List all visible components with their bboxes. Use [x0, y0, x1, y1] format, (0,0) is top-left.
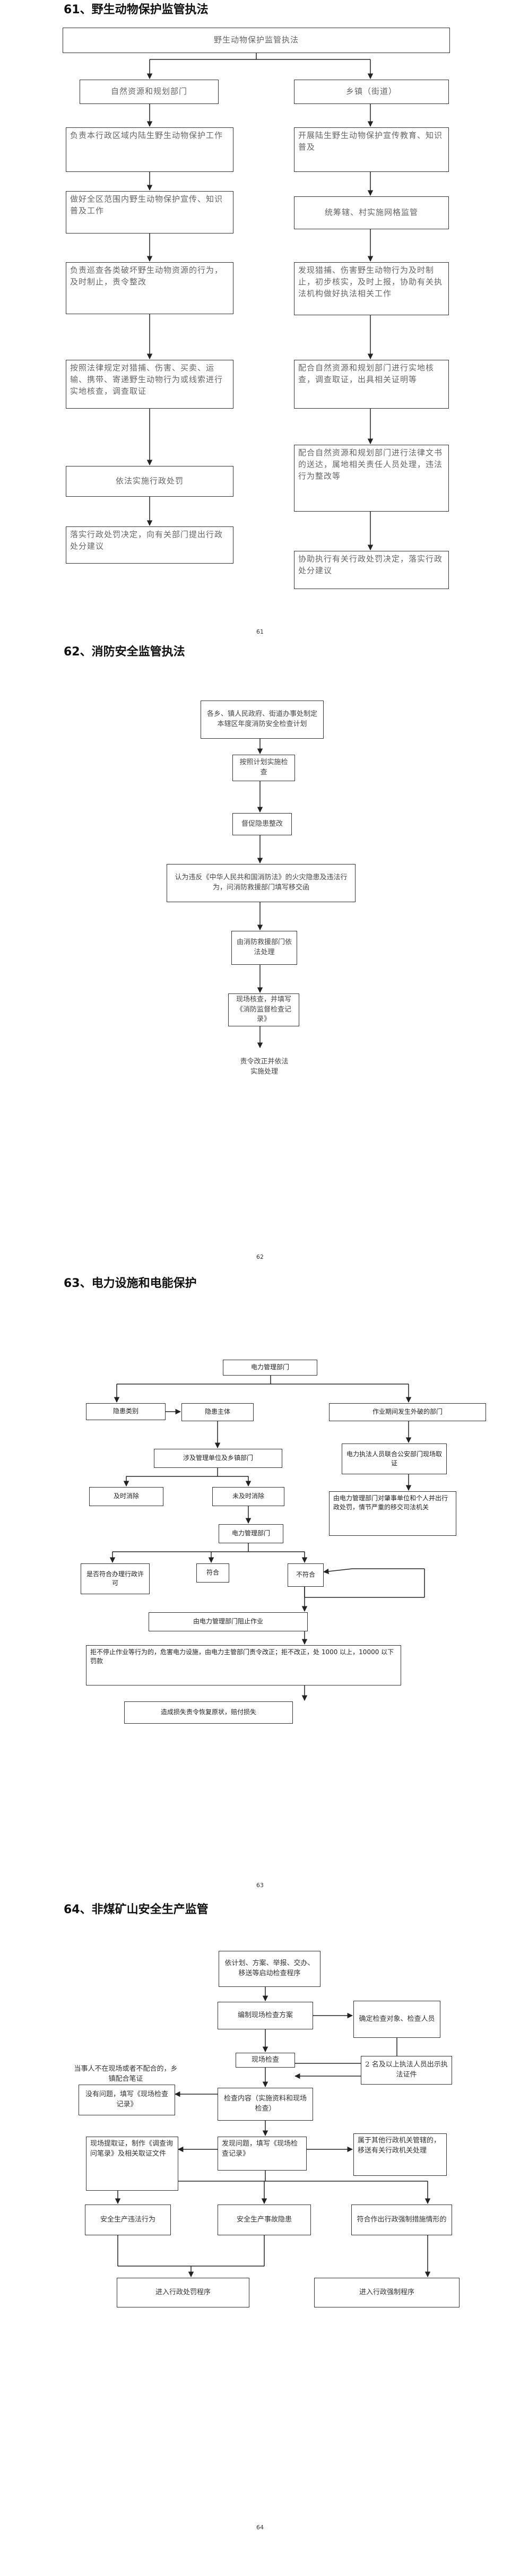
flow-62-3: 认为违反《中华人民共和国消防法》的火灾隐患及违法行为，问消防救援部门填写移交函 [167, 864, 356, 902]
penalty-procedure-box: 进入行政处罚程序 [117, 2278, 249, 2307]
timely-box: 及时消除 [89, 1487, 163, 1506]
violation-box: 安全生产违法行为 [85, 2205, 171, 2235]
right-box-61-1: 开展陆生野生动物保护宣传教育、知识普及 [294, 127, 449, 172]
start-inspection-box: 依计划、方案、举报、交办、移送等启动检查程序 [219, 1951, 320, 1987]
section-title-61: 61、野生动物保护监管执法 [64, 3, 209, 16]
left-box-61-4: 按照法律规定对猎捕、伤害、买卖、运输、携带、寄递野生动物行为或线索进行实地核查，… [66, 360, 233, 409]
hazard-type-box: 隐患类别 [86, 1403, 166, 1420]
flow-top-61: 野生动物保护监管执法 [63, 28, 450, 53]
transfer-box: 属于其他行政机关管辖的，移送有关行政机关处理 [353, 2133, 447, 2176]
right-box-61-0: 乡镇（街道） [294, 80, 449, 104]
not-timely-box: 未及时消除 [212, 1487, 284, 1506]
left-box-61-1: 负责本行政区域内陆生野生动物保护工作 [66, 127, 233, 172]
left-box-61-3: 负责巡查各类破坏野生动物资源的行为，及时制止，责令整改 [66, 262, 233, 314]
no-box: 不符合 [288, 1563, 324, 1587]
page-number-62: 62 [256, 1254, 264, 1260]
flow-62-2: 督促隐患整改 [232, 813, 292, 835]
section-title-64: 64、非煤矿山安全生产监管 [64, 1903, 209, 1916]
force-measure-box: 符合作出行政强制措施情形的 [351, 2205, 452, 2235]
right-box-61-2: 统筹辖、村实施网格监管 [294, 196, 449, 229]
left-box-61-0: 自然资源和规划部门 [80, 80, 219, 104]
penalty-box: 由电力管理部门对肇事单位和个人并出行政处罚，情节严重的移交司法机关 [329, 1491, 456, 1536]
comply-box: 是否符合办理行政许可 [81, 1563, 150, 1594]
left-box-61-5: 依法实施行政处罚 [66, 466, 233, 497]
power-dept-box-2: 电力管理部门 [219, 1524, 283, 1543]
hazard-subject-box: 隐患主体 [181, 1403, 254, 1421]
loss-box: 造成损失责令恢复原状，赔付损失 [124, 1701, 293, 1724]
page-number-61: 61 [256, 628, 264, 635]
refuse-cooperate-box: 当事人不在现场或者不配合的，乡镇配合笔证 [69, 2061, 183, 2088]
flow-62-6: 责令改正并依法实施处理 [233, 1049, 295, 1086]
refuse-box: 拒不停止作业等行为的，危害电力设施，由电力主管部门责令改正；拒不改正，处 100… [86, 1645, 401, 1685]
collect-evidence-box: 现场提取证，制作《调查询问笔录》及相关取证文件 [86, 2137, 178, 2191]
accident-hazard-box: 安全生产事故隐患 [218, 2205, 311, 2235]
force-procedure-box: 进入行政强制程序 [314, 2278, 460, 2307]
show-id-box: 2 名及以上执法人员出示执法证件 [361, 2056, 452, 2085]
power-dept-box: 电力管理部门 [223, 1360, 317, 1376]
work-dept-box: 作业期间发生外破的部门 [329, 1403, 486, 1421]
left-box-61-2: 做好全区范围内野生动物保护宣传、知识普及工作 [66, 191, 233, 234]
check-content-box: 检查内容（实施资料和现场检查） [218, 2088, 313, 2121]
joint-evidence-box: 电力执法人员联合公安部门现场取证 [342, 1443, 447, 1474]
section-title-63: 63、电力设施和电能保护 [64, 1277, 197, 1290]
towns-box: 涉及管理单位及乡镇部门 [154, 1449, 282, 1468]
flow-62-1: 按照计划实施检查 [232, 755, 295, 781]
no-problem-box: 没有问题，填写《现场检查记录》 [79, 2085, 175, 2115]
right-box-61-5: 配合自然资源和规划部门进行法律文书的送达，属地相关责任人员处理，违法行为整改等 [294, 445, 449, 512]
flow-62-4: 由消防救援部门依法处理 [231, 931, 297, 965]
site-check-box: 现场检查 [236, 2053, 295, 2068]
yes-box: 符合 [196, 1563, 229, 1583]
flow-62-0: 各乡、镇人民政府、街道办事处制定本辖区年度消防安全检查计划 [201, 701, 324, 739]
right-box-61-6: 协助执行有关行政处罚决定，落实行政处分建议 [294, 551, 449, 589]
flow-62-5: 现场核查，并填写《消防监督检查记录》 [228, 993, 299, 1026]
stop-work-box: 由电力管理部门阻止作业 [149, 1612, 308, 1631]
right-box-61-3: 发现猎捕、伤害野生动物行为及时制止，初步核实，及时上报，协助有关执法机构做好执法… [294, 262, 449, 315]
prepare-plan-box: 编制现场检查方案 [218, 2002, 313, 2029]
page-number-63: 63 [256, 1882, 264, 1889]
found-problem-box: 发现问题，填写《现场检查记录》 [218, 2137, 307, 2171]
section-title-62: 62、消防安全监管执法 [64, 645, 185, 659]
confirm-target-box: 确定检查对象、检查人员 [353, 2001, 440, 2038]
right-box-61-4: 配合自然资源和规划部门进行实地核查，调查取证，出具相关证明等 [294, 360, 449, 409]
page-number-64: 64 [256, 2524, 264, 2531]
left-box-61-6: 落实行政处罚决定，向有关部门提出行政处分建议 [66, 526, 233, 564]
